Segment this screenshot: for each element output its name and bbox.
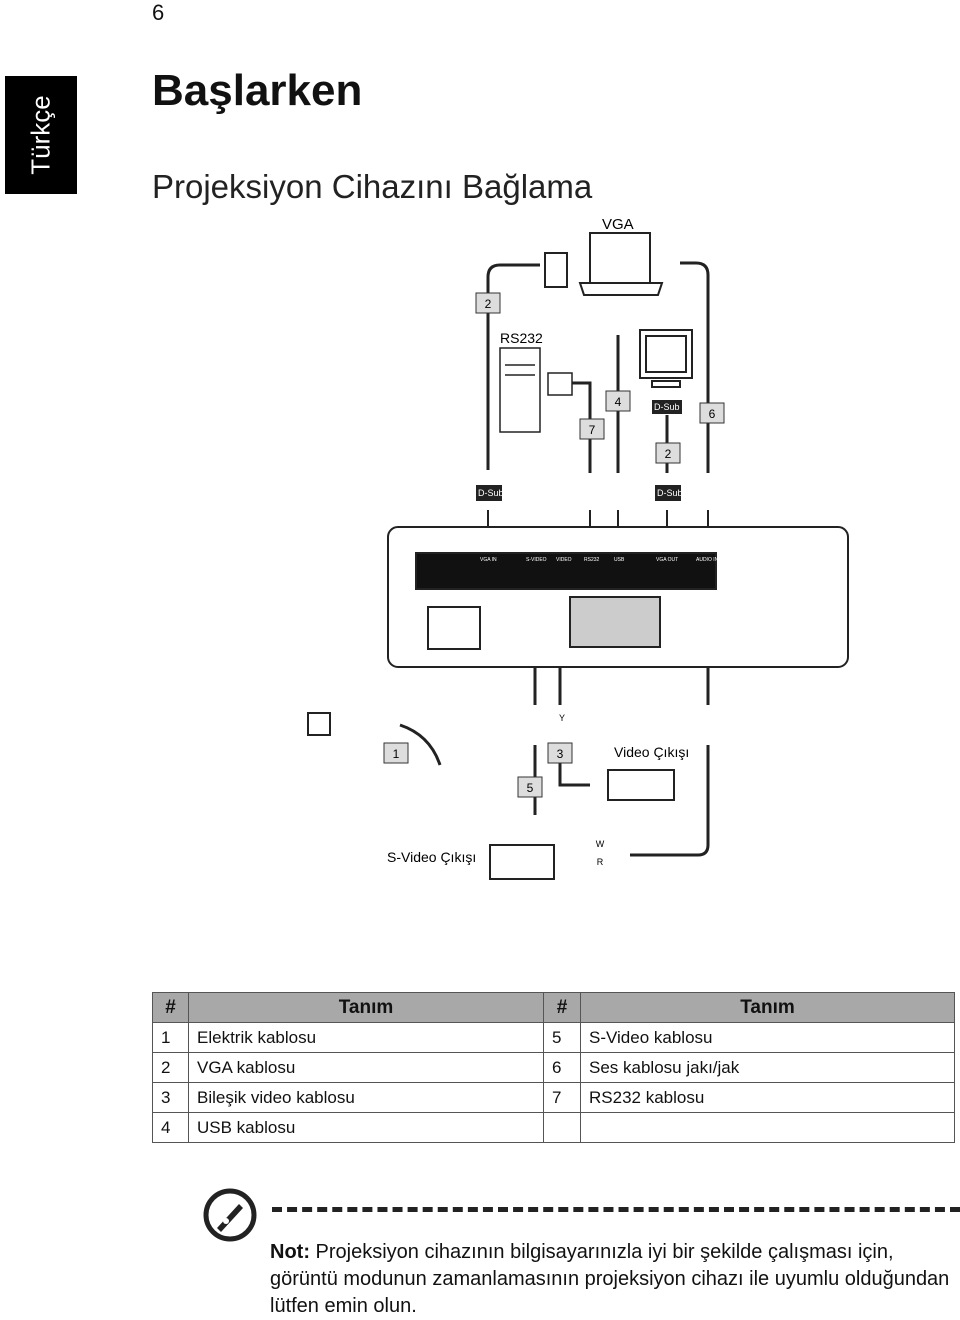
section-subtitle: Projeksiyon Cihazını Bağlama	[152, 168, 593, 205]
table-cell: 7	[543, 1082, 581, 1113]
callout-1: 1	[393, 747, 400, 761]
table-cell: USB kablosu	[188, 1112, 544, 1143]
port-video: VIDEO	[556, 557, 572, 563]
table-row: 3 Bileşik video kablosu 7 RS232 kablosu	[152, 1082, 955, 1113]
header-desc-1: Tanım	[188, 992, 544, 1023]
rs232-label: RS232	[500, 330, 543, 346]
plug-r: R	[597, 857, 604, 867]
dsub-label-right: D-Sub	[657, 488, 683, 498]
vga-label: VGA	[602, 216, 634, 233]
table-cell: 3	[152, 1082, 189, 1113]
rs232-cable-line	[570, 381, 592, 473]
table-cell: RS232 kablosu	[580, 1082, 955, 1113]
note-label: Not:	[270, 1241, 310, 1263]
table-cell: 6	[543, 1052, 581, 1083]
cable-legend-table: # Tanım # Tanım 1 Elektrik kablosu 5 S-V…	[152, 992, 955, 1143]
table-header-row: # Tanım # Tanım	[152, 992, 955, 1023]
port-rs232: RS232	[584, 557, 600, 563]
plug-w: W	[596, 839, 605, 849]
callout-5: 5	[527, 781, 534, 795]
table-cell	[580, 1112, 955, 1143]
rs232-plug-icon	[547, 372, 573, 396]
port-vga-out: VGA OUT	[656, 557, 678, 563]
language-tab-label: Türkçe	[25, 95, 56, 175]
table-cell: Elektrik kablosu	[188, 1022, 544, 1053]
callout-2b: 2	[665, 447, 672, 461]
table-cell: Bileşik video kablosu	[188, 1082, 544, 1113]
table-row: 4 USB kablosu	[152, 1112, 955, 1143]
video-out-label: Video Çıkışı	[614, 744, 689, 760]
table-cell: 4	[152, 1112, 189, 1143]
connection-diagram: VGA RS232 2 4 7 6 2 1 3 5	[307, 216, 849, 880]
header-desc-2: Tanım	[580, 992, 955, 1023]
dvd-player-icon	[489, 844, 555, 880]
language-tab: Türkçe	[5, 76, 77, 194]
header-num-2: #	[543, 992, 581, 1023]
table-row: 2 VGA kablosu 6 Ses kablosu jakı/jak	[152, 1052, 955, 1083]
page-title: Başlarken	[152, 66, 363, 115]
table-cell: Ses kablosu jakı/jak	[580, 1052, 955, 1083]
vga-cable-line	[486, 263, 540, 470]
projector-icon	[387, 526, 849, 668]
port-usb: USB	[614, 557, 625, 563]
header-num-1: #	[152, 992, 189, 1023]
plug-y: Y	[559, 713, 565, 723]
laptop-icon	[578, 232, 664, 296]
monitor-icon	[639, 329, 693, 388]
callout-4: 4	[615, 395, 622, 409]
video-player-icon	[607, 769, 675, 801]
dsub-label-left: D-Sub	[478, 488, 504, 498]
callout-6: 6	[709, 407, 716, 421]
table-row: 1 Elektrik kablosu 5 S-Video kablosu	[152, 1022, 955, 1053]
table-cell: 1	[152, 1022, 189, 1053]
page-number: 6	[152, 0, 165, 25]
table-cell: 5	[543, 1022, 581, 1053]
dsub-label-monitor: D-Sub	[654, 402, 680, 412]
dsub-plug-icon	[544, 252, 568, 288]
pc-tower-icon	[499, 347, 541, 433]
callout-7: 7	[589, 423, 596, 437]
port-audio-in: AUDIO IN	[696, 557, 719, 563]
table-cell: VGA kablosu	[188, 1052, 544, 1083]
table-cell	[543, 1112, 581, 1143]
table-cell: S-Video kablosu	[580, 1022, 955, 1053]
table-cell: 2	[152, 1052, 189, 1083]
audio-cable-line	[680, 261, 710, 473]
port-vga-in: VGA IN	[480, 557, 497, 563]
note-pen-icon	[203, 1188, 257, 1242]
power-outlet-icon	[307, 712, 331, 736]
svideo-out-label: S-Video Çıkışı	[387, 849, 476, 865]
note-divider	[272, 1207, 960, 1212]
port-s-video: S-VIDEO	[526, 557, 547, 563]
callout-2: 2	[485, 297, 492, 311]
note-body: Projeksiyon cihazının bilgisayarınızla i…	[270, 1241, 950, 1317]
note-text: Not: Projeksiyon cihazının bilgisayarını…	[270, 1239, 950, 1320]
callout-3: 3	[557, 747, 564, 761]
